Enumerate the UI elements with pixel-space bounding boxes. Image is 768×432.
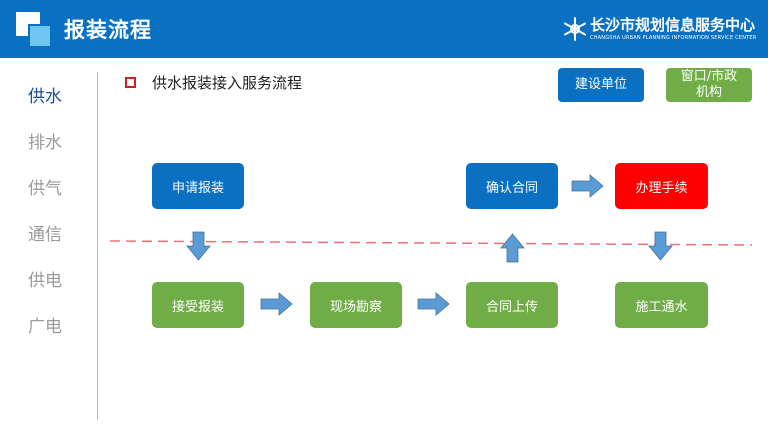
section-bullet-icon [125, 77, 136, 88]
step-construction[interactable]: 施工通水 [615, 282, 708, 328]
legend-agency-label-line2: 机构 [695, 85, 722, 100]
step-process-label: 办理手续 [635, 180, 688, 196]
step-construction-label: 施工通水 [635, 299, 688, 315]
step-accept-label: 接受报装 [171, 299, 224, 315]
step-accept[interactable]: 接受报装 [152, 282, 244, 328]
sidebar-item-drainage[interactable]: 排水 [28, 133, 62, 153]
arrow-up-upload-icon [500, 233, 525, 263]
arrow-down-process-icon [648, 231, 673, 261]
sidebar-item-power-supply[interactable]: 供电 [28, 271, 62, 291]
step-apply-label: 申请报装 [171, 180, 224, 196]
step-upload-contract-label: 合同上传 [485, 299, 538, 315]
legend-client: 建设单位 [558, 68, 644, 102]
section-title: 供水报装接入服务流程 [152, 74, 303, 92]
step-survey[interactable]: 现场勘察 [310, 282, 402, 328]
sidebar-item-gas-supply[interactable]: 供气 [28, 179, 62, 199]
step-survey-label: 现场勘察 [329, 299, 382, 315]
sidebar-item-water-supply[interactable]: 供水 [28, 87, 62, 107]
legend-agency-label-line1: 窗口/市政 [680, 69, 738, 84]
sidebar-item-telecom[interactable]: 通信 [28, 225, 62, 245]
sidebar-divider [97, 72, 98, 420]
step-apply[interactable]: 申请报装 [152, 163, 244, 209]
step-confirm-contract-label: 确认合同 [485, 180, 538, 196]
arrow-down-apply-icon [186, 231, 211, 261]
page-title: 报装流程 [64, 18, 152, 42]
step-upload-contract[interactable]: 合同上传 [466, 282, 558, 328]
logo-squares-icon [16, 12, 52, 48]
brand-logo: 长沙市规划信息服务中心 CHANGSHA URBAN PLANNING INFO… [560, 14, 760, 48]
sidebar-item-broadcast[interactable]: 广电 [28, 317, 62, 337]
step-confirm-contract[interactable]: 确认合同 [466, 163, 558, 209]
legend-client-label: 建设单位 [574, 77, 627, 92]
arrow-right-survey-icon [417, 292, 450, 316]
arrow-right-accept-icon [260, 292, 293, 316]
legend-agency: 窗口/市政 机构 [666, 68, 752, 102]
header-bar: 报装流程 长沙市规划信息服务中心 CHANGSHA URBAN PLANNING… [0, 0, 768, 58]
step-process[interactable]: 办理手续 [615, 163, 708, 209]
brand-subtitle: CHANGSHA URBAN PLANNING INFORMATION SERV… [590, 35, 757, 41]
arrow-right-confirm-icon [571, 174, 604, 198]
role-boundary-dashed-line [109, 240, 753, 246]
brand-name: 长沙市规划信息服务中心 [590, 16, 756, 34]
snowflake-logo-icon [564, 17, 586, 41]
